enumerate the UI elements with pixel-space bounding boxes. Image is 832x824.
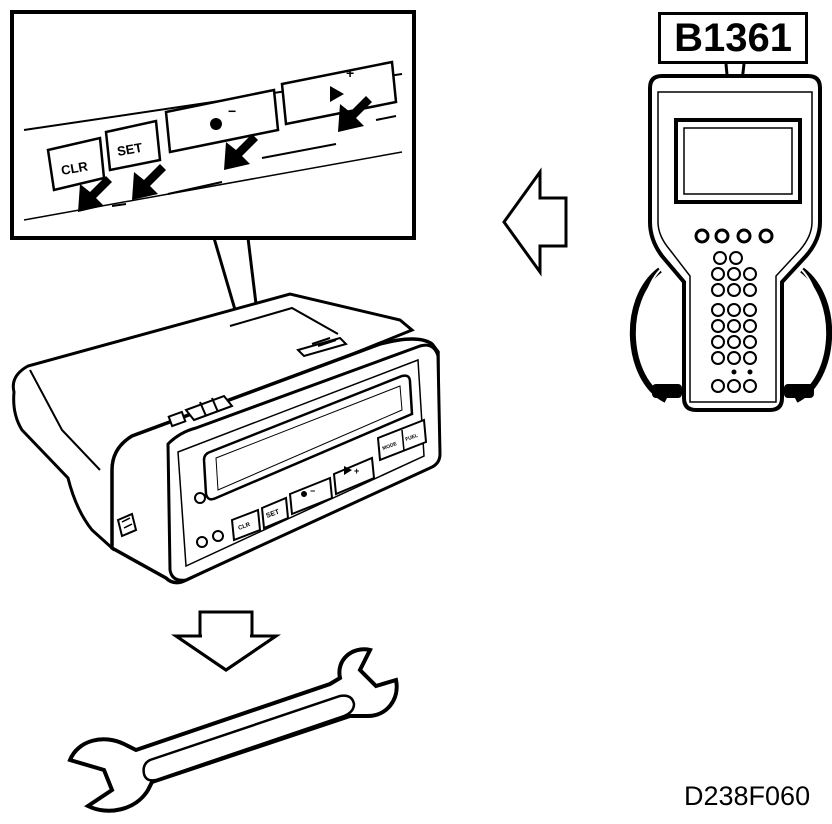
press-arrow-icon: [338, 96, 372, 132]
zoom-plus-button: +: [280, 60, 398, 126]
wrench-icon: [67, 647, 399, 813]
zoom-clr-button: CLR: [46, 136, 106, 192]
zoom-clr-label: CLR: [60, 158, 90, 178]
press-arrows: [78, 96, 372, 212]
play-triangle-icon: [330, 86, 344, 102]
unit-clr-button: CLR: [230, 508, 262, 542]
record-dot-icon: [301, 491, 307, 497]
unit-set-label: SET: [265, 508, 281, 519]
unit-fuel-label: FUEL: [405, 433, 419, 443]
zoom-set-label: SET: [116, 140, 144, 159]
record-dot-icon: [210, 118, 222, 130]
press-arrow-icon: [78, 176, 112, 212]
unit-minus-button: −: [288, 476, 334, 516]
hollow-arrow-left-icon: [502, 167, 568, 277]
press-arrow-icon: [132, 164, 166, 200]
figure-id: D238F060: [684, 781, 811, 811]
unit-mode-fuel-buttons: MODE FUEL: [376, 418, 428, 462]
unit-set-button: SET: [260, 496, 290, 530]
unit-clr-label: CLR: [238, 522, 252, 532]
unit-plus-button: +: [332, 456, 376, 496]
unit-minus-label: −: [310, 486, 315, 496]
unit-mode-label: MODE: [382, 441, 399, 452]
play-triangle-icon: [344, 466, 352, 475]
zoom-set-button: SET: [104, 119, 162, 172]
tester-code-display: B1361: [658, 12, 808, 64]
detail-callout: CLR SET − +: [10, 10, 416, 437]
zoom-minus-label: −: [228, 103, 236, 119]
zoom-minus-button: −: [164, 88, 280, 154]
trip-computer-unit: CLR SET − + MODE FUEL: [11, 292, 442, 585]
hand-held-tester-icon: [629, 63, 832, 412]
zoom-plus-label: +: [346, 65, 354, 81]
press-arrow-icon: [224, 134, 258, 170]
unit-plus-label: +: [354, 466, 359, 476]
